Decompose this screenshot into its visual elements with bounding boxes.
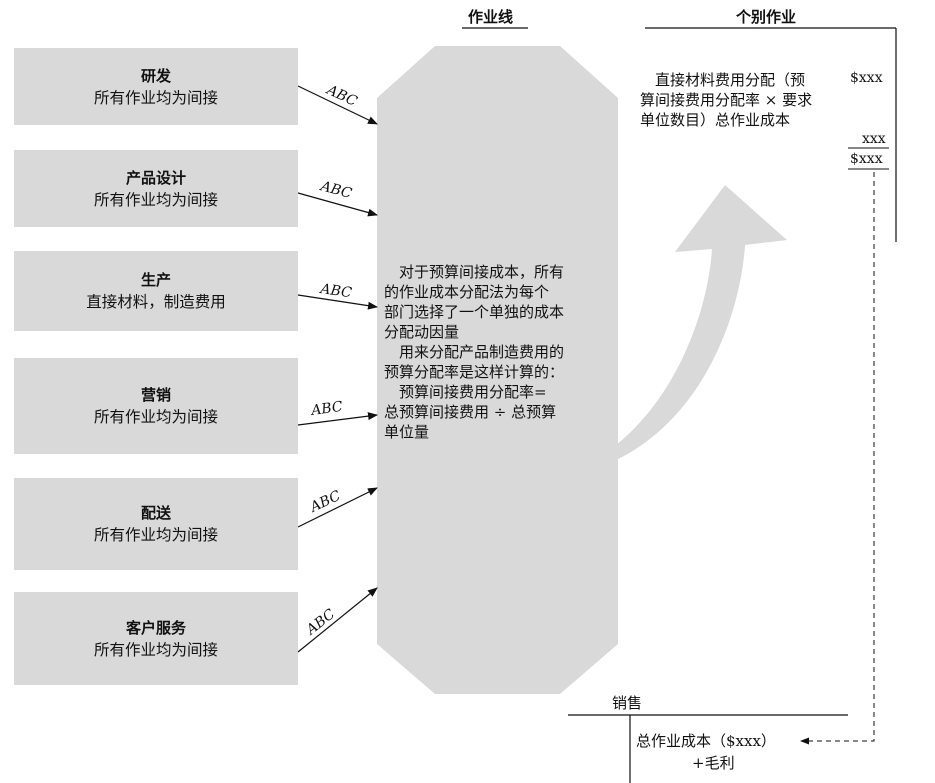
dept-subtitle: 所有作业均为间接 (93, 408, 218, 426)
dept-box-production: 生产 直接材料，制造费用 (14, 251, 298, 331)
total-amount: $xxx (850, 151, 883, 167)
individual-job-text: 直接材料费用分配（预 算间接费用分配率 × 要求 单位数目）总作业成本 (640, 70, 845, 130)
text-line: 单位数目）总作业成本 (640, 111, 791, 129)
abc-label-2: ABC (317, 178, 354, 202)
dept-box-customer-service: 客户服务 所有作业均为间接 (14, 592, 298, 685)
sales-title: 销售 (612, 694, 643, 712)
dashed-connector (800, 172, 875, 745)
text-line: 对于预算间接成本，所有 (384, 263, 565, 281)
dept-subtitle: 所有作业均为间接 (93, 190, 218, 209)
dept-box-marketing: 营销 所有作业均为间接 (14, 358, 298, 454)
text-line: 单位量 (384, 423, 430, 441)
dept-title: 配送 (140, 504, 171, 522)
sales-line-2: +毛利 (692, 754, 735, 772)
text-line: 部门选择了一个单独的成本 (384, 303, 565, 321)
dept-box-distribution: 配送 所有作业均为间接 (14, 478, 298, 570)
amount-1: $xxx (850, 70, 883, 86)
dept-title: 生产 (140, 271, 171, 289)
activity-line-octagon (377, 46, 618, 694)
dept-title: 营销 (140, 386, 171, 404)
dept-box-rnd: 研发 所有作业均为间接 (14, 48, 298, 125)
text-line: 的作业成本分配法为每个 (384, 283, 550, 301)
dept-box-product-design: 产品设计 所有作业均为间接 (14, 150, 298, 227)
abc-arrow-4 (297, 412, 378, 426)
abc-label-3: ABC (317, 281, 353, 302)
dept-title: 研发 (140, 66, 171, 85)
dept-subtitle: 所有作业均为间接 (93, 526, 218, 544)
individual-job-title: 个别作业 (736, 8, 797, 26)
text-line: 分配动因量 (384, 323, 460, 341)
text-line: 预算间接费用分配率= (384, 383, 547, 401)
text-line: 直接材料费用分配（预 (640, 71, 806, 89)
abc-label-5: ABC (306, 488, 343, 517)
abc-label-4: ABC (308, 399, 344, 420)
text-line: 用来分配产品制造费用的 (384, 343, 565, 361)
activity-line-text: 对于预算间接成本，所有 的作业成本分配法为每个 部门选择了一个单独的成本 分配动… (384, 262, 624, 442)
abc-arrow-6 (297, 587, 378, 653)
dept-title: 客户服务 (125, 618, 186, 637)
big-curved-arrow (616, 185, 787, 460)
text-line: 预算分配率是这样计算的： (384, 363, 565, 381)
dept-title: 产品设计 (125, 168, 186, 187)
abc-arrow-5 (297, 487, 378, 528)
activity-line-title: 作业线 (468, 8, 514, 26)
text-line: 总预算间接费用 ÷ 总预算 (384, 403, 557, 421)
abc-arrow-2 (297, 192, 378, 217)
abc-arrow-1 (297, 85, 378, 125)
sales-line-1: 总作业成本（$xxx） (636, 732, 776, 750)
text-line: 算间接费用分配率 × 要求 (640, 91, 813, 109)
amount-2: xxx (862, 131, 886, 147)
abc-label-1: ABC (322, 81, 359, 110)
dept-subtitle: 直接材料，制造费用 (86, 293, 226, 311)
dept-subtitle: 所有作业均为间接 (93, 640, 218, 659)
dept-subtitle: 所有作业均为间接 (93, 88, 218, 107)
abc-arrow-3 (297, 294, 378, 310)
